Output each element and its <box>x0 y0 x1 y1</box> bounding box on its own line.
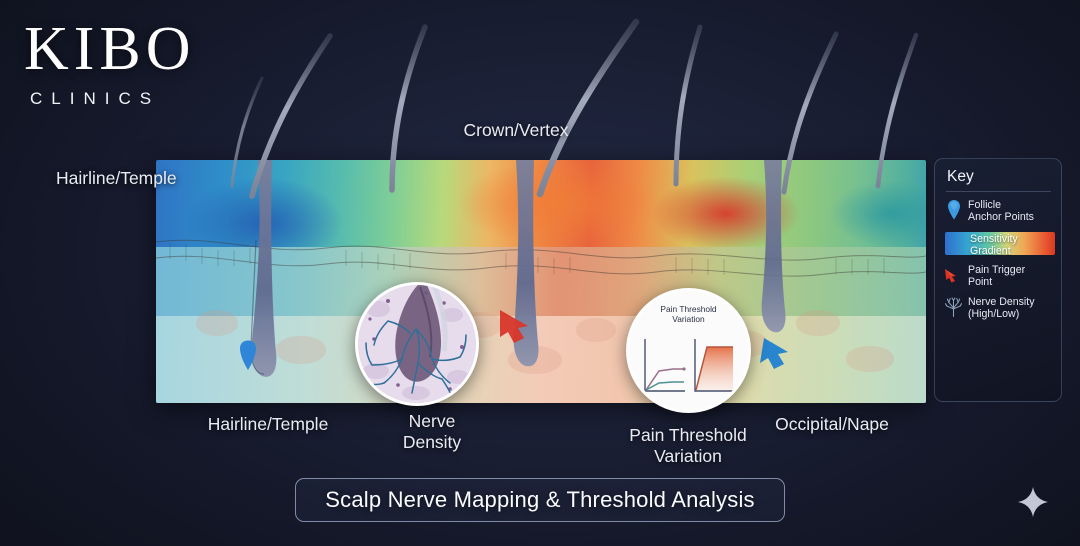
inset-nerve-density[interactable] <box>355 282 479 406</box>
inset-pain-threshold-variation[interactable]: Pain Threshold Variation <box>626 288 751 413</box>
label-hairline-temple-top: Hairline/Temple <box>56 168 177 188</box>
inset-pain-title-line1: Pain Threshold <box>660 304 717 314</box>
key-divider <box>946 191 1051 192</box>
follicle-anatomy-overlay <box>156 160 926 377</box>
key-item-nerve-density[interactable]: Nerve Density (High/Low) <box>945 295 1052 321</box>
caption-pain-threshold-line1: Pain Threshold <box>629 425 747 445</box>
key-title: Key <box>947 168 974 185</box>
follicle-anchor-pin-icon <box>945 198 962 222</box>
brand-subtitle: CLINICS <box>30 89 161 108</box>
sparkle-icon <box>1018 487 1048 517</box>
key-label-line1: Nerve Density <box>968 296 1035 309</box>
mini-chart-high <box>694 339 735 392</box>
mini-chart-low <box>644 339 685 392</box>
follicle-anchor-marker <box>240 340 256 370</box>
sensitivity-gradient-bar <box>945 231 1055 255</box>
inset-pain-title: Pain Threshold Variation <box>629 304 748 324</box>
key-item-follicle-anchor-points[interactable]: Follicle Anchor Points <box>945 198 1052 224</box>
series-threshold-rise <box>695 346 733 391</box>
key-item-pain-trigger-point-label: Pain Trigger Point <box>968 263 1025 289</box>
series-threshold-rise <box>645 368 684 391</box>
title-banner: Scalp Nerve Mapping & Threshold Analysis <box>295 478 785 522</box>
brand-name: KIBO <box>24 15 196 83</box>
key-label-line1: Sensitivity <box>970 232 1018 245</box>
label-occipital-nape: Occipital/Nape <box>775 414 889 434</box>
caption-nerve-density: Nerve Density <box>403 411 461 452</box>
key-label-line1: Follicle <box>968 199 1001 211</box>
fat-lobule <box>276 336 326 364</box>
key-label-line1: Pain Trigger <box>968 263 1026 276</box>
key-label-line2: Gradient <box>970 244 1011 257</box>
pain-trigger-point-arrow <box>500 310 528 343</box>
fat-lobule <box>196 310 238 336</box>
key-label-line2: (High/Low) <box>968 308 1020 321</box>
key-item-nerve-density-label: Nerve Density (High/Low) <box>968 295 1035 321</box>
key-item-follicle-anchor-points-label: Follicle Anchor Points <box>968 198 1034 224</box>
key-item-pain-trigger-point[interactable]: Pain Trigger Point <box>945 263 1052 289</box>
fat-lobule <box>846 346 894 372</box>
inset-pain-title-line2: Variation <box>672 314 705 325</box>
nerve-density-micrograph <box>358 285 476 403</box>
pain-trigger-point-arrow <box>760 338 788 369</box>
series-baseline <box>645 381 684 391</box>
pain-threshold-mini-charts <box>644 339 735 392</box>
title-banner-text: Scalp Nerve Mapping & Threshold Analysis <box>325 487 755 512</box>
label-hairline-temple-bottom: Hairline/Temple <box>207 414 329 434</box>
key-label-line2: Point <box>968 275 993 288</box>
fat-lobule <box>796 310 840 336</box>
pain-trigger-arrow-icon <box>945 263 962 287</box>
nerve-density-tree-icon <box>945 295 962 319</box>
key-label-line2: Anchor Points <box>968 211 1034 224</box>
key-item-sensitivity-gradient-label: Sensitivity Gradient <box>970 233 1018 258</box>
subcutaneous-fat-layer <box>156 315 926 403</box>
key-legend-panel: Key Follicle Anchor Points Sensitivity G… <box>934 158 1062 402</box>
caption-nerve-density-line1: Nerve <box>408 411 456 431</box>
hair-follicle <box>761 160 786 333</box>
label-crown-vertex: Crown/Vertex <box>463 120 569 140</box>
caption-pain-threshold: Pain Threshold Variation <box>629 425 746 466</box>
caption-nerve-density-line2: Density <box>402 431 462 452</box>
fat-lobule <box>576 318 616 342</box>
brand-logo: KIBO CLINICS <box>24 18 196 109</box>
hair-follicle <box>513 160 539 367</box>
series-threshold-area <box>696 347 733 390</box>
scalp-cross-section <box>156 160 926 403</box>
key-item-sensitivity-gradient[interactable]: Sensitivity Gradient <box>945 231 1055 258</box>
caption-pain-threshold-line2: Variation <box>654 445 722 466</box>
